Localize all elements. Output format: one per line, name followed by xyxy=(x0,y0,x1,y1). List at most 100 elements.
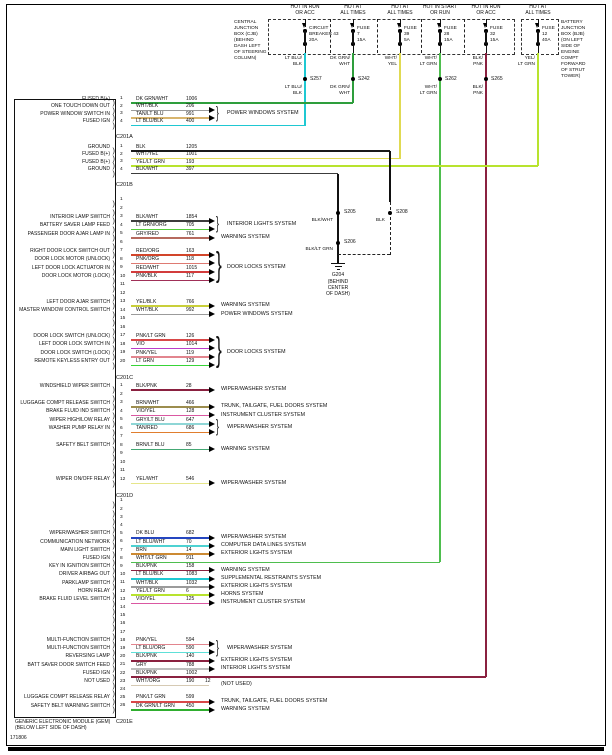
pin-bracket: ) xyxy=(112,566,115,575)
wire-line xyxy=(131,586,209,588)
pin-number: 7 xyxy=(120,434,123,440)
cjb-separator xyxy=(330,19,331,53)
system-label: COMPUTER DATA LINES SYSTEM xyxy=(221,542,306,548)
pin-number: 5 xyxy=(120,417,123,423)
cjb-separator xyxy=(464,19,465,53)
circuit-number: 1006 xyxy=(186,95,198,102)
wire-name: BRN/LT BLU xyxy=(136,442,165,449)
arrowhead-icon xyxy=(209,268,215,275)
splice-label: S205 xyxy=(344,208,356,215)
feed-wire xyxy=(304,53,306,126)
wire-name: YEL/LT GRN xyxy=(136,158,165,165)
system-label: WARNING SYSTEM xyxy=(221,302,270,308)
pin-number: 26 xyxy=(120,703,126,709)
pin-bracket: ) xyxy=(112,470,115,480)
function-label: DOOR LOCK SWITCH (UNLOCK) xyxy=(33,332,110,339)
system-label: WARNING SYSTEM xyxy=(221,706,270,712)
pin-number: 1 xyxy=(120,96,123,102)
hot-feed-label: HOT AT ALL TIMES xyxy=(387,4,413,16)
pin-bracket: ) xyxy=(112,574,115,584)
pin-bracket: ) xyxy=(112,697,115,707)
pin-number: 14 xyxy=(120,307,126,313)
fuse-terminal-dot xyxy=(351,29,355,33)
system-label: (NOT USED) xyxy=(221,681,252,688)
wire-name: GRY/RED xyxy=(136,230,159,237)
fuse-terminal-dot xyxy=(438,29,442,33)
wire-name: GRY xyxy=(136,661,147,668)
pin-number: 3 xyxy=(120,159,123,165)
pin-bracket: ) xyxy=(112,360,115,370)
ground-wire-dashed xyxy=(390,202,391,255)
wire-line xyxy=(131,643,209,646)
splice-label: S242 xyxy=(358,75,370,82)
wire-line xyxy=(131,157,400,160)
arrowhead-icon xyxy=(209,542,215,549)
wire-name: LT BLU/WHT xyxy=(136,538,166,545)
system-label: POWER WINDOWS SYSTEM xyxy=(221,310,293,317)
circuit-number: 118 xyxy=(186,256,194,263)
pin-bracket: ) xyxy=(112,98,115,108)
pin-bracket: ) xyxy=(112,335,115,345)
pin-bracket: ) xyxy=(112,120,115,130)
pin-bracket: ) xyxy=(112,656,115,666)
wire-line xyxy=(131,117,209,119)
circuit-number: 1001 xyxy=(186,151,198,158)
wire-name: BLK/PNK xyxy=(136,669,158,676)
function-label: LUGGAGE COMPT RELEASE SWITCH xyxy=(20,399,110,406)
wire-name: BLK/PNK xyxy=(136,382,158,389)
pin-number: 15 xyxy=(120,613,126,619)
pin-bracket: ) xyxy=(112,352,115,362)
function-label: MASTER WINDOW CONTROL SWITCH xyxy=(19,307,110,314)
feed-wire xyxy=(399,53,401,159)
circuit-number: 1205 xyxy=(186,143,198,150)
circuit-number: 190 xyxy=(186,678,195,684)
wire-name: YEL/BLK xyxy=(136,298,157,305)
pin-bracket: ) xyxy=(112,402,115,412)
system-label: SUPPLEMENTAL RESTRAINTS SYSTEM xyxy=(221,574,322,581)
function-label: FUSED IGN xyxy=(82,669,110,676)
circuit-number: 546 xyxy=(186,476,195,483)
wire-name: BLK/WHT xyxy=(136,166,159,173)
pin-number: 21 xyxy=(120,662,126,668)
pin-number: 7 xyxy=(120,248,123,254)
hot-feed-label: HOT IN RUN OR ACC xyxy=(471,4,501,16)
wire-line xyxy=(131,536,209,539)
fuse-element-icon xyxy=(485,31,487,44)
arrowhead-icon xyxy=(209,226,215,233)
pin-bracket: ) xyxy=(112,525,115,534)
pin-number: 11 xyxy=(120,468,125,474)
pin-number: 4 xyxy=(120,118,123,124)
terminal-number: 12 xyxy=(205,678,211,684)
wire-name: PNK/YEL xyxy=(136,349,158,356)
wire-name: LT BLU/BLK xyxy=(136,118,164,125)
pin-number: 2 xyxy=(120,151,123,157)
function-label: ONE TOUCH DOWN OUT xyxy=(51,103,110,110)
pin-number: 1 xyxy=(120,383,123,389)
wire-line xyxy=(131,165,538,167)
pin-bracket: ) xyxy=(112,199,115,209)
wire-line xyxy=(131,109,209,112)
wire-name: DK GRN/WHT xyxy=(136,95,169,102)
arrowhead-icon xyxy=(209,277,215,284)
wire-line xyxy=(131,448,209,451)
system-label: INTERIOR LIGHTS SYSTEM xyxy=(221,665,291,671)
wire-line xyxy=(131,700,209,703)
bjb-label: BATTERY JUNCTION BOX (BJB) (ON LEFT SIDE… xyxy=(561,20,586,79)
circuit-number: 125 xyxy=(186,596,195,602)
wire-color-label: WHT/ LT GRN xyxy=(419,56,437,67)
feed-wire xyxy=(485,53,487,678)
pin-bracket: ) xyxy=(112,508,115,518)
ground-location: (BEHIND CENTER OF DASH) xyxy=(326,279,350,297)
system-label: TRUNK, TAILGATE, FUEL DOORS SYSTEM xyxy=(221,697,328,704)
arrowhead-icon xyxy=(209,114,215,121)
diagram-code: 171806 xyxy=(10,735,27,741)
pin-number: 3 xyxy=(120,514,123,520)
circuit-number: 1002 xyxy=(186,669,198,676)
pin-number: 13 xyxy=(120,596,126,602)
circuit-number: 594 xyxy=(186,637,195,643)
pin-number: 8 xyxy=(120,256,123,262)
circuit-number: 466 xyxy=(186,399,195,406)
pin-number: 3 xyxy=(120,214,123,220)
pin-number: 10 xyxy=(120,459,126,465)
pin-bracket: ) xyxy=(112,631,115,641)
